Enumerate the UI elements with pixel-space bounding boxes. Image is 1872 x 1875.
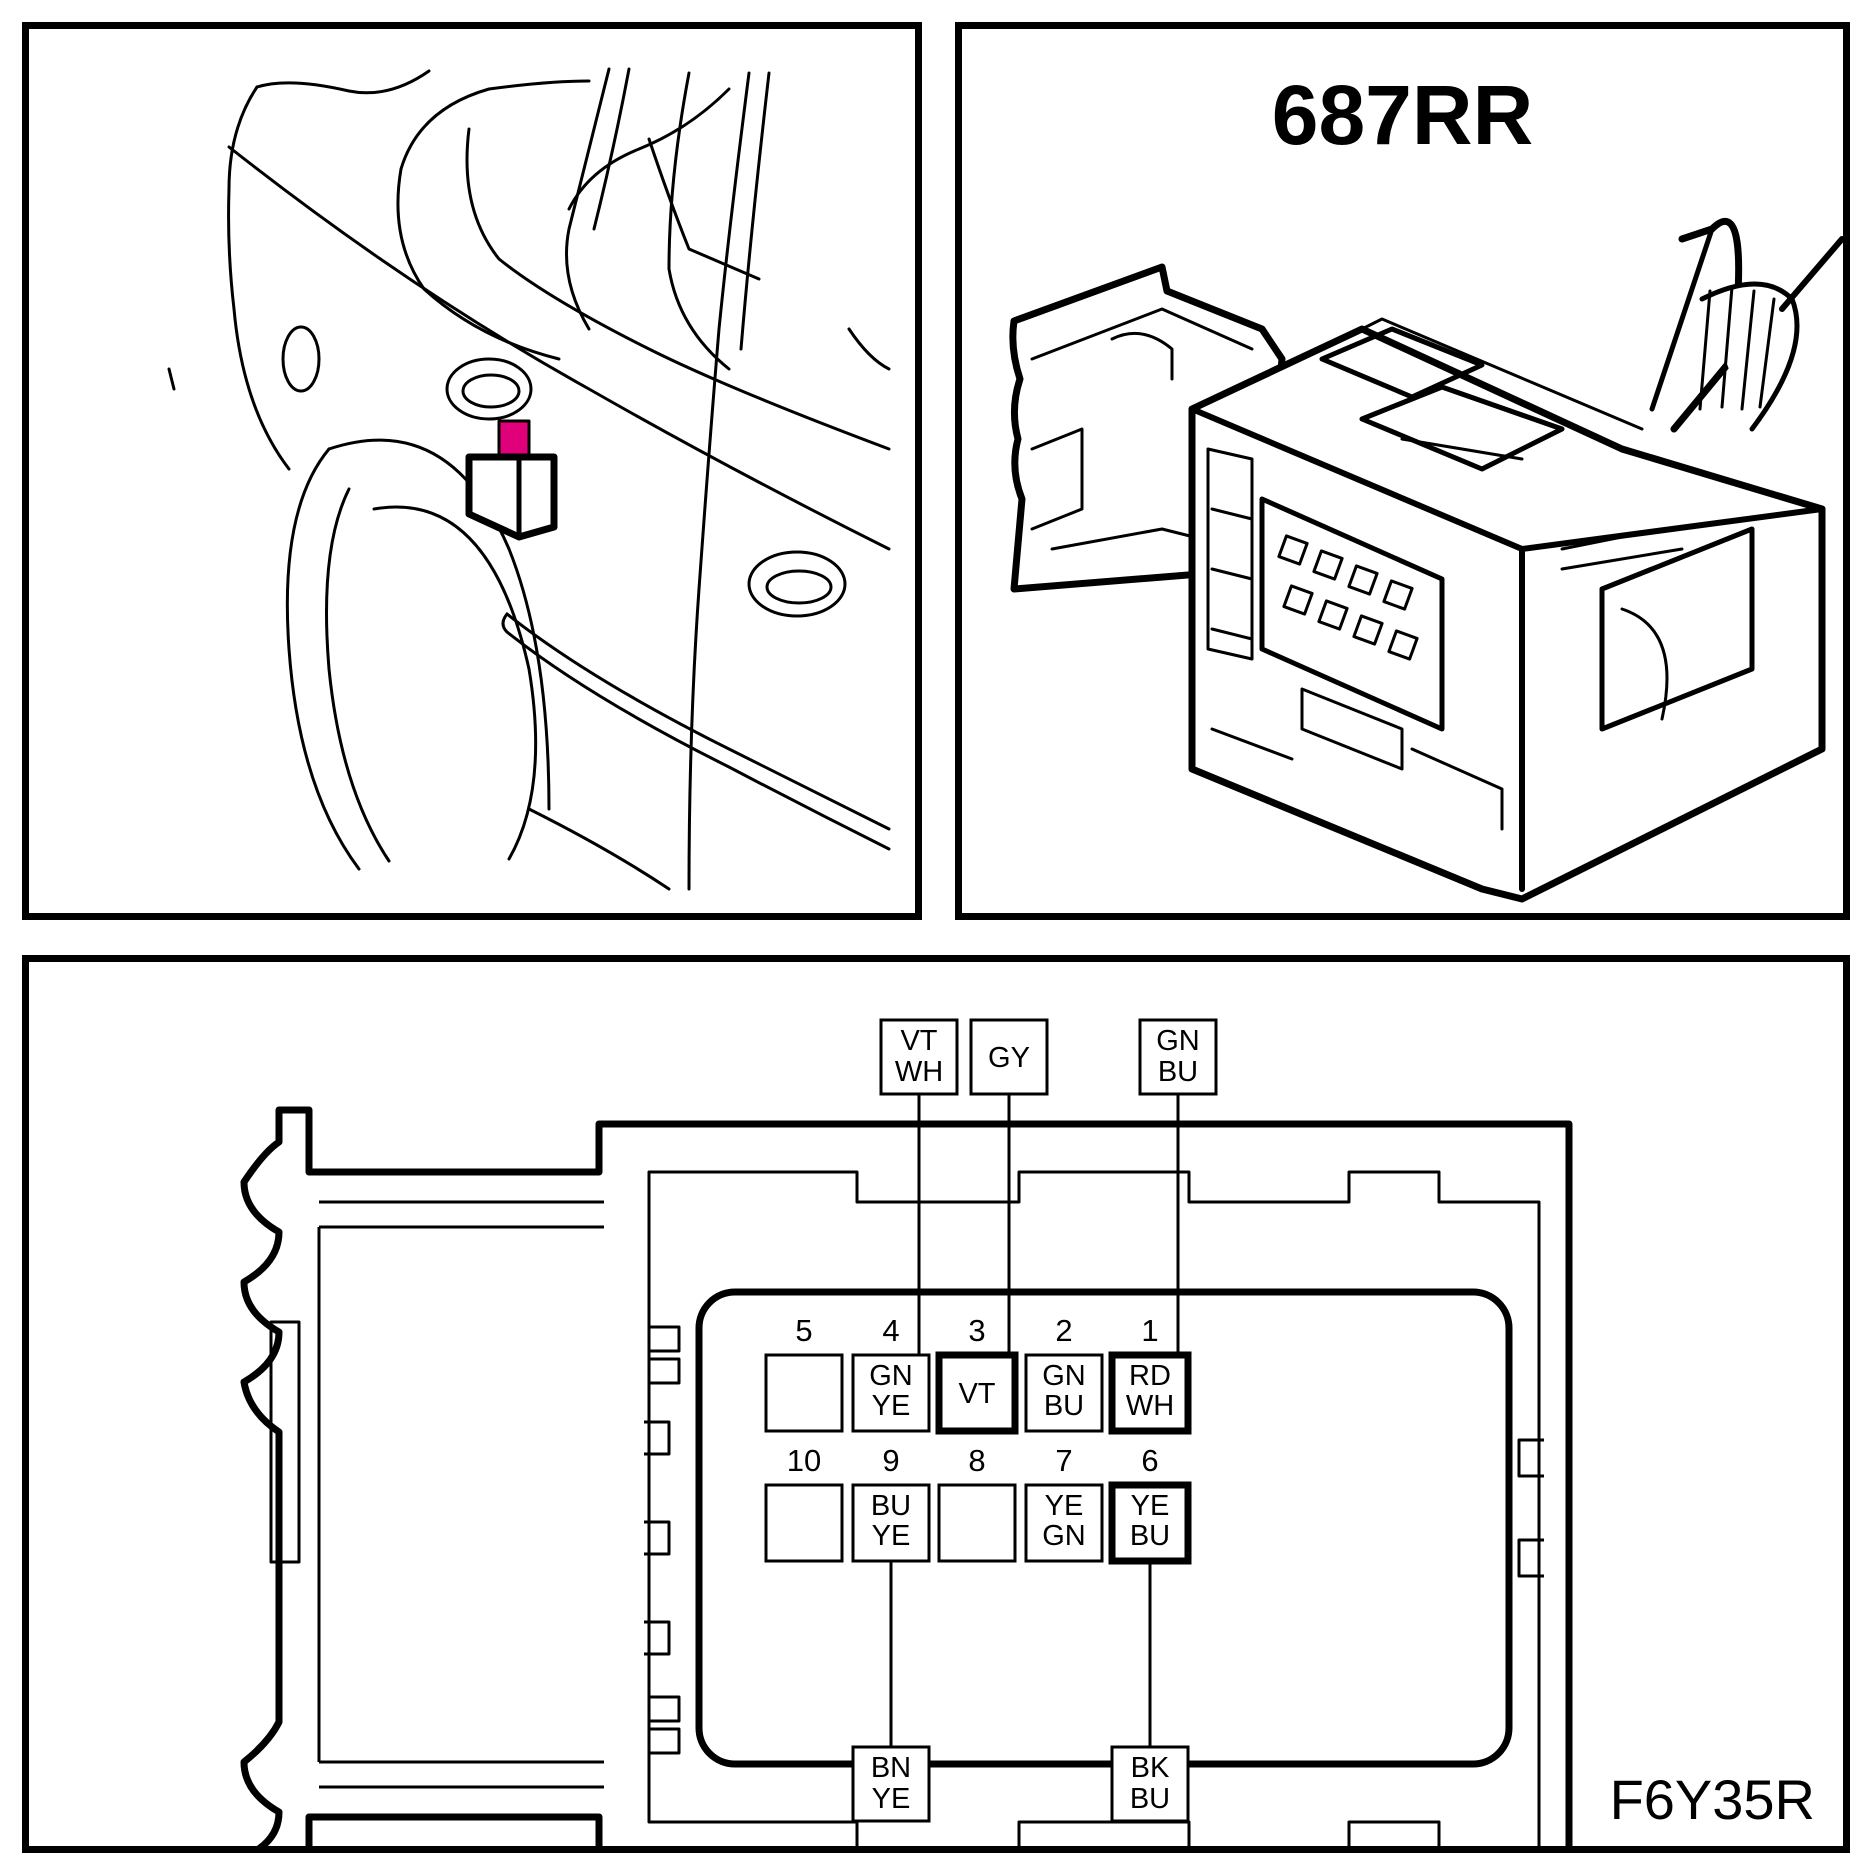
wire-color-code: GY <box>988 1042 1030 1074</box>
pin-cavity <box>935 1351 1019 1435</box>
pin-color-code: YE <box>1045 1490 1084 1522</box>
pin-5: 5 <box>764 1313 844 1433</box>
wire-color-box <box>879 1018 959 1096</box>
connector-view-panel: 687RR <box>955 22 1850 920</box>
location-panel <box>22 22 922 920</box>
pin-number: 9 <box>882 1443 899 1478</box>
figure-code: F6Y35R <box>1609 1768 1815 1831</box>
pin-color-code: YE <box>872 1520 911 1552</box>
pin-color-code: RD <box>1129 1360 1171 1392</box>
pin-cavity <box>1108 1481 1192 1565</box>
pin-number: 4 <box>882 1313 899 1348</box>
pin-number: 1 <box>1141 1313 1158 1348</box>
wire-color-box <box>969 1018 1049 1096</box>
wire-color-code: WH <box>895 1056 943 1088</box>
pin-color-code: BU <box>1130 1520 1170 1552</box>
pin-number: 10 <box>787 1443 821 1478</box>
pin-cavity <box>851 1353 931 1433</box>
wire-color-code: BK <box>1131 1752 1170 1784</box>
pin-color-code: GN <box>1042 1520 1086 1552</box>
pin-color-code: YE <box>1131 1490 1170 1522</box>
wire-color-box <box>851 1745 931 1823</box>
wire-color-box <box>1110 1745 1190 1823</box>
pin-number: 7 <box>1055 1443 1072 1478</box>
pin-10: 10 <box>764 1443 844 1563</box>
pin-3: 3VT <box>935 1313 1019 1435</box>
pin-color-code: YE <box>872 1390 911 1422</box>
wire-color-box <box>1138 1018 1218 1096</box>
pin-number: 2 <box>1055 1313 1072 1348</box>
connector-location-highlight <box>497 419 531 459</box>
wire-color-code: BU <box>1158 1056 1198 1088</box>
pin-cavity <box>851 1483 931 1563</box>
pin-cavity <box>764 1353 844 1433</box>
pin-color-code: BU <box>1044 1390 1084 1422</box>
wire-color-code: VT <box>900 1025 937 1057</box>
wire-color-code: GN <box>1156 1025 1200 1057</box>
pin-number: 6 <box>1141 1443 1158 1478</box>
pin-cavity <box>1024 1483 1104 1563</box>
wire-color-code: YE <box>872 1783 911 1815</box>
pin-color-code: WH <box>1126 1390 1174 1422</box>
pin-color-code: BU <box>871 1490 911 1522</box>
pin-8: 8 <box>937 1443 1017 1563</box>
pin-color-code: GN <box>869 1360 913 1392</box>
wire-color-code: BN <box>871 1752 911 1784</box>
pin-number: 8 <box>968 1443 985 1478</box>
pin-cavity <box>937 1483 1017 1563</box>
wire-color-code: BU <box>1130 1783 1170 1815</box>
pin-number: 3 <box>968 1313 985 1348</box>
pin-number: 5 <box>795 1313 812 1348</box>
pin-cavity <box>764 1483 844 1563</box>
pin-cavity <box>1024 1353 1104 1433</box>
connector-3d-drawing <box>1009 218 1843 903</box>
car-rear-quarter-drawing <box>167 67 891 891</box>
pin-color-code: GN <box>1042 1360 1086 1392</box>
pin-color-code: VT <box>958 1378 995 1410</box>
connector-title: 687RR <box>1271 68 1534 162</box>
pin-cavity <box>1108 1351 1192 1435</box>
wire-top-pin-3: GY <box>969 1018 1049 1355</box>
